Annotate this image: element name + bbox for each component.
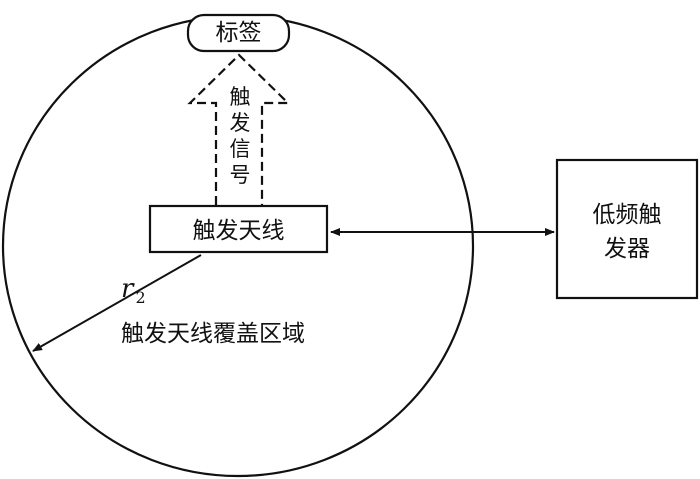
lf-trigger-label-line1: 低频触 bbox=[593, 202, 662, 228]
coverage-area-label: 触发天线覆盖区域 bbox=[121, 321, 305, 347]
trigger-signal-char-1: 触 bbox=[230, 85, 251, 109]
trigger-antenna-box bbox=[148, 204, 329, 254]
trigger-signal-char-2: 发 bbox=[230, 111, 251, 135]
tag-label: 标签 bbox=[216, 20, 262, 46]
trigger-antenna-label: 触发天线 bbox=[193, 218, 285, 244]
lf-trigger-label-line2: 发器 bbox=[604, 236, 650, 262]
lf-trigger-box bbox=[555, 158, 699, 300]
trigger-signal-char-3: 信 bbox=[230, 137, 251, 161]
trigger-signal-arrow bbox=[187, 53, 291, 205]
trigger-signal-char-4: 号 bbox=[230, 163, 251, 187]
radius-symbol: r bbox=[121, 274, 135, 304]
tag-box bbox=[186, 13, 291, 53]
radius-subscript: 2 bbox=[135, 288, 145, 307]
radius-arrow bbox=[32, 254, 202, 352]
